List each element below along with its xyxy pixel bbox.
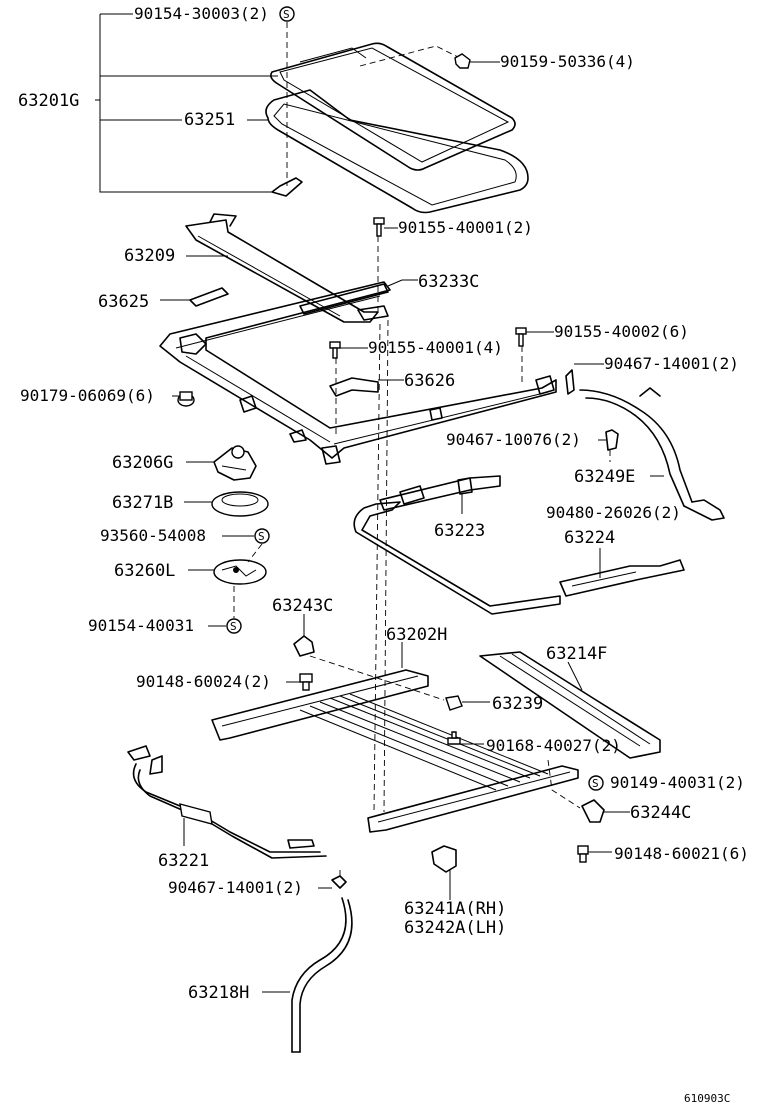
label-63206g: 63206G <box>112 453 173 473</box>
s-mark-90154-40031-text: S <box>230 620 237 633</box>
label-63625: 63625 <box>98 292 149 312</box>
label-63209: 63209 <box>124 246 175 266</box>
label-90155-40002: 90155-40002(6) <box>554 322 689 341</box>
label-90168-40027: 90168-40027(2) <box>486 736 621 755</box>
motor-63260l <box>188 559 267 585</box>
bolt-90148-60021 <box>577 845 612 863</box>
drain-hose-63249e <box>579 387 725 521</box>
bracket-63241a <box>431 845 457 900</box>
label-63244c: 63244C <box>630 803 691 823</box>
s-mark-93560: S <box>222 528 270 544</box>
label-63223: 63223 <box>434 521 485 541</box>
label-90149-40031: 90149-40031(2) <box>610 773 745 792</box>
label-90148-60024: 90148-60024(2) <box>136 672 271 691</box>
s-mark-top: S <box>279 6 295 22</box>
label-90159-50336: 90159-50336(4) <box>500 52 635 71</box>
assembly-bracket-63201g <box>95 13 278 193</box>
label-63271b: 63271B <box>112 493 173 513</box>
clamp-90467-14001-top <box>565 363 604 395</box>
label-63260l: 63260L <box>114 561 175 581</box>
label-90467-14001-top: 90467-14001(2) <box>604 354 739 373</box>
housing-frame <box>159 281 557 465</box>
label-90467-14001-bottom: 90467-14001(2) <box>168 878 303 897</box>
hidden-line-glass <box>359 45 461 67</box>
shade-63214f <box>479 651 661 759</box>
clamp-90467-14001-bottom <box>318 875 347 889</box>
frame-63202h <box>211 642 579 833</box>
screw-90155-40001-mid <box>329 341 368 359</box>
s-mark-top-text: S <box>283 8 290 21</box>
clamp-90467-10076 <box>598 429 619 451</box>
screw-90168-40027 <box>447 731 484 745</box>
frame-63224 <box>353 501 685 615</box>
screw-90155-40001-top <box>373 217 398 237</box>
s-mark-90149-40031: S <box>588 775 604 791</box>
s-mark-93560-text: S <box>258 530 265 543</box>
stopper-63239 <box>445 695 490 711</box>
clip-63244c <box>581 799 630 823</box>
glass-bracket <box>271 177 303 197</box>
label-63201g: 63201G <box>18 91 79 111</box>
bracket-63626 <box>329 377 404 397</box>
part-labels: 90154-30003(2) 90159-50336(4) 63201G 632… <box>18 4 749 1105</box>
label-90148-60021: 90148-60021(6) <box>614 844 749 863</box>
figure-reference: 610903C <box>684 1092 730 1105</box>
grommet-90179-06069 <box>172 391 195 407</box>
label-63243c: 63243C <box>272 596 333 616</box>
label-90467-10076: 90467-10076(2) <box>446 430 581 449</box>
label-90179-06069: 90179-06069(6) <box>20 386 155 405</box>
label-63224: 63224 <box>564 528 615 548</box>
label-63202h: 63202H <box>386 625 447 645</box>
s-mark-90149-text: S <box>592 777 599 790</box>
label-63214f: 63214F <box>546 644 607 664</box>
screw-90155-40002 <box>515 327 554 347</box>
bracket-63625 <box>160 287 229 307</box>
pad-63271b <box>184 491 269 517</box>
clip-63243c <box>293 614 315 657</box>
glass-panel-63201g <box>270 42 516 171</box>
bolt-90148-60024 <box>286 673 313 691</box>
label-93560-54008: 93560-54008 <box>100 526 206 545</box>
label-63241a: 63241A(RH) <box>404 899 506 919</box>
label-90155-40001-mid: 90155-40001(4) <box>368 338 503 357</box>
label-63242a: 63242A(LH) <box>404 918 506 938</box>
cable-63221 <box>127 745 327 859</box>
label-90154-30003: 90154-30003(2) <box>134 4 269 23</box>
label-63218h: 63218H <box>188 983 249 1003</box>
label-63251: 63251 <box>184 110 235 130</box>
deflector-63209 <box>185 213 379 323</box>
rail-63233c <box>299 279 418 321</box>
s-mark-90154-40031: S <box>208 618 242 634</box>
cable-guide-63223 <box>379 475 501 514</box>
motor-gear-63206g <box>186 445 257 481</box>
label-90154-40031: 90154-40031 <box>88 616 194 635</box>
label-63239: 63239 <box>492 694 543 714</box>
label-63221: 63221 <box>158 851 209 871</box>
label-90155-40001-top: 90155-40001(2) <box>398 218 533 237</box>
screw-90159-50336 <box>454 53 500 69</box>
label-63626: 63626 <box>404 371 455 391</box>
label-90480-26026: 90480-26026(2) <box>546 503 681 522</box>
label-63233c: 63233C <box>418 272 479 292</box>
label-63249e: 63249E <box>574 467 635 487</box>
weatherstrip-63251 <box>265 89 529 214</box>
drain-hose-63218h <box>262 897 353 1053</box>
